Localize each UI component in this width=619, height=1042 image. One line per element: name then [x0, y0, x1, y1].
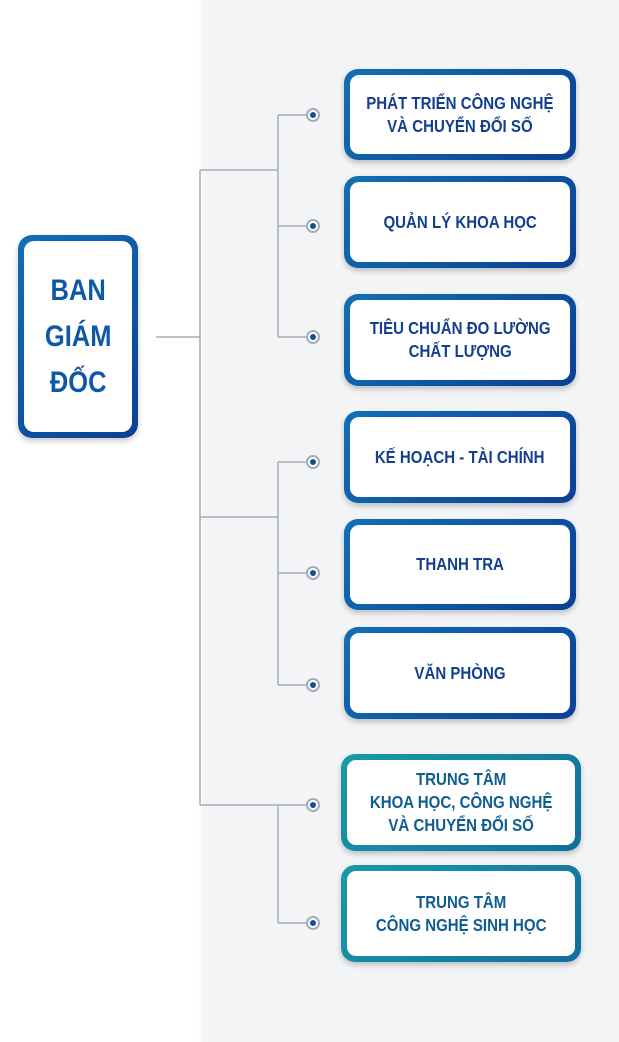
connector-node-icon: [306, 566, 320, 580]
connector-node-icon: [306, 330, 320, 344]
unit-label-line: CHẤT LƯỢNG: [408, 341, 512, 361]
unit-box-tieu-chuan-do-luong: TIÊU CHUẨN ĐO LƯỜNG CHẤT LƯỢNG: [344, 294, 576, 386]
unit-label-line: PHÁT TRIỂN CÔNG NGHỆ: [366, 92, 554, 113]
unit-box-van-phong: VĂN PHÒNG: [344, 627, 576, 719]
unit-box-quan-ly-khoa-hoc: QUẢN LÝ KHOA HỌC: [344, 176, 576, 268]
unit-box-phat-trien-cong-nghe: PHÁT TRIỂN CÔNG NGHỆ VÀ CHUYỂN ĐỔI SỐ: [344, 69, 576, 160]
root-label-line-2: GIÁM: [44, 319, 112, 353]
connector-node-icon: [306, 455, 320, 469]
unit-label-line: VĂN PHÒNG: [414, 662, 506, 683]
unit-label-line: THANH TRA: [416, 554, 504, 574]
root-label-line-3: ĐỐC: [49, 365, 107, 399]
unit-label-line: QUẢN LÝ KHOA HỌC: [383, 211, 537, 232]
connector-node-icon: [306, 219, 320, 233]
unit-label-line: TIÊU CHUẨN ĐO LƯỜNG: [369, 318, 551, 338]
connector-node-icon: [306, 108, 320, 122]
unit-label-line: CÔNG NGHỆ SINH HỌC: [375, 914, 547, 935]
unit-label-line: TRUNG TÂM: [415, 769, 507, 789]
unit-label-line: KẾ HOẠCH - TÀI CHÍNH: [375, 446, 545, 467]
unit-box-thanh-tra: THANH TRA: [344, 519, 576, 610]
unit-label-line: KHOA HỌC, CÔNG NGHỆ: [369, 792, 553, 812]
connector-node-icon: [306, 678, 320, 692]
unit-label-line: VÀ CHUYỂN ĐỔI SỐ: [388, 815, 534, 835]
unit-label-line: VÀ CHUYỂN ĐỔI SỐ: [387, 115, 533, 136]
unit-box-trung-tam-cnsh: TRUNG TÂM CÔNG NGHỆ SINH HỌC: [341, 865, 581, 962]
root-node-ban-giam-doc: BAN GIÁM ĐỐC: [18, 235, 138, 438]
unit-box-trung-tam-khcn-cds: TRUNG TÂM KHOA HỌC, CÔNG NGHỆ VÀ CHUYỂN …: [341, 754, 581, 851]
connector-node-icon: [306, 798, 320, 812]
unit-label-line: TRUNG TÂM: [415, 891, 507, 912]
connector-node-icon: [306, 916, 320, 930]
unit-box-ke-hoach-tai-chinh: KẾ HOẠCH - TÀI CHÍNH: [344, 411, 576, 503]
root-label-line-1: BAN: [50, 273, 106, 307]
